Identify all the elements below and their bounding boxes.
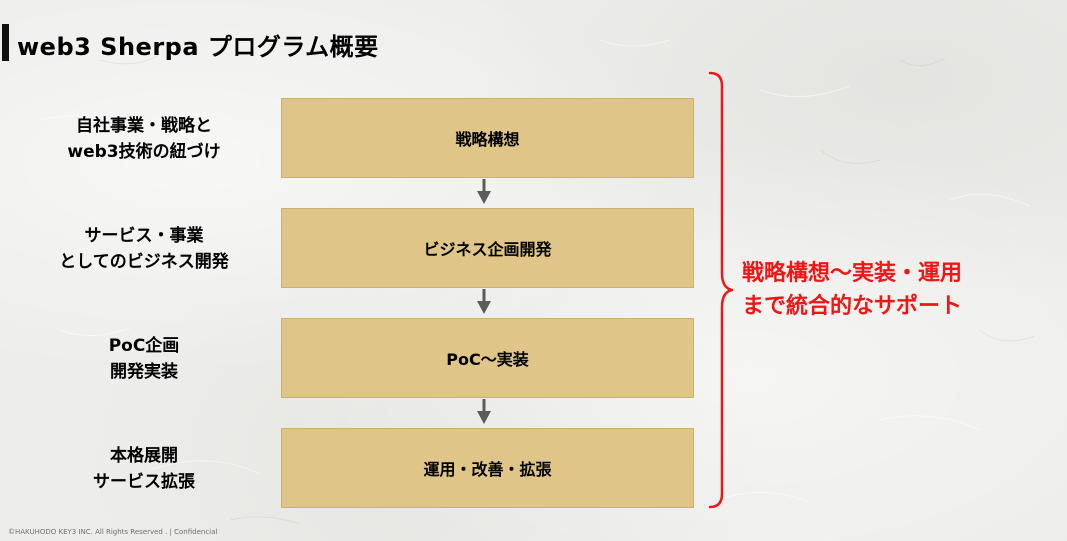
step-box-business-dev: ビジネス企画開発 xyxy=(281,208,694,288)
summary-text: 戦略構想～実装・運用 まで統合的なサポート xyxy=(742,257,962,323)
step-box-poc: PoC～実装 xyxy=(281,318,694,398)
row-label-expansion: 本格展開 サービス拡張 xyxy=(20,443,268,495)
step-box-strategy: 戦略構想 xyxy=(281,98,694,178)
title-accent-bar xyxy=(2,24,9,61)
row-label-line: としてのビジネス開発 xyxy=(59,252,229,272)
down-arrow-icon xyxy=(477,179,491,204)
down-arrow-icon xyxy=(477,399,491,424)
copyright-footer: ©HAKUHODO KEY3 INC. All Rights Reserved … xyxy=(8,528,218,536)
row-label-line: 開発実装 xyxy=(110,362,178,382)
summary-line: 戦略構想～実装・運用 xyxy=(742,261,963,286)
row-label-line: PoC企画 xyxy=(108,336,180,356)
row-label-poc: PoC企画 開発実装 xyxy=(20,333,268,385)
page-title: web3 Sherpa プログラム概要 xyxy=(17,33,379,61)
step-box-operation: 運用・改善・拡張 xyxy=(281,428,694,508)
summary-line: まで統合的なサポート xyxy=(742,294,963,319)
row-label-strategy: 自社事業・戦略と web3技術の紐づけ xyxy=(20,113,268,165)
row-label-line: サービス拡張 xyxy=(93,472,195,492)
row-label-business: サービス・事業 としてのビジネス開発 xyxy=(20,223,268,275)
curly-brace-icon xyxy=(708,71,734,509)
row-label-line: 本格展開 xyxy=(110,446,178,466)
row-label-line: サービス・事業 xyxy=(84,226,204,246)
row-label-line: web3技術の紐づけ xyxy=(67,142,221,162)
row-label-line: 自社事業・戦略と xyxy=(76,116,212,136)
down-arrow-icon xyxy=(477,289,491,314)
